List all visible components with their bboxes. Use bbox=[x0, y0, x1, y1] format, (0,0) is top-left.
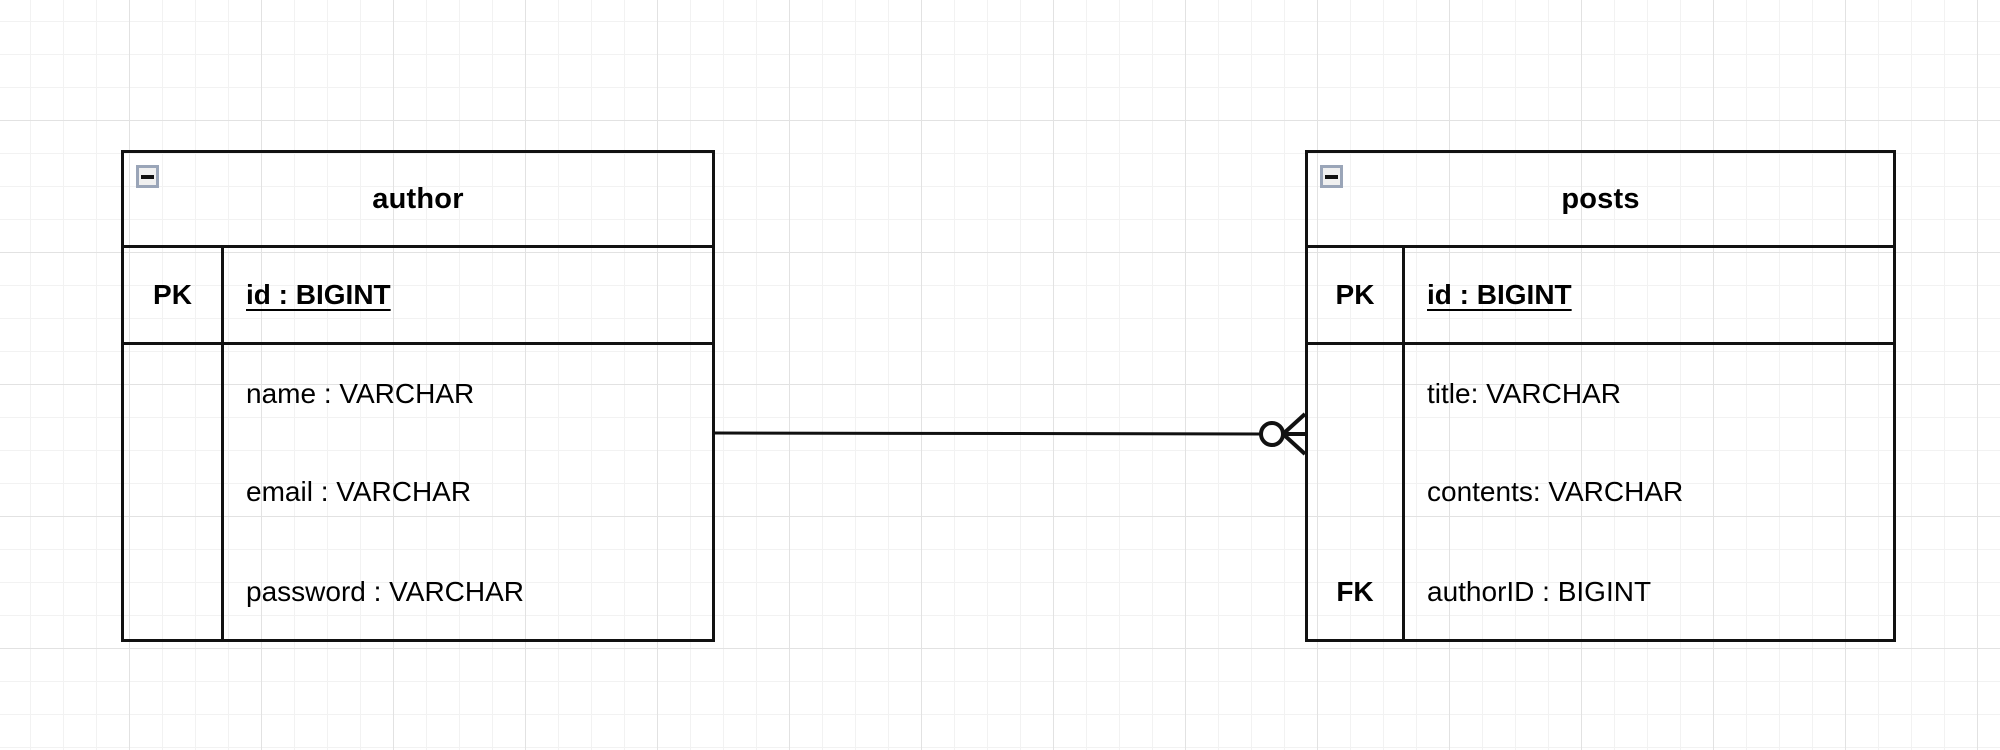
entity-posts[interactable]: posts PK id : BIGINT title: VARCHAR cont… bbox=[1305, 150, 1896, 642]
entity-author[interactable]: author PK id : BIGINT name : VARCHAR ema… bbox=[121, 150, 715, 642]
row-field-label: password : VARCHAR bbox=[246, 576, 525, 607]
table-row[interactable]: name : VARCHAR bbox=[124, 345, 712, 442]
row-field-label: id : BIGINT bbox=[1427, 279, 1572, 310]
row-key-label: PK bbox=[153, 279, 192, 310]
table-row[interactable]: password : VARCHAR bbox=[124, 542, 712, 642]
row-field-label: title: VARCHAR bbox=[1427, 377, 1621, 409]
entity-author-body: PK id : BIGINT name : VARCHAR email : VA… bbox=[124, 248, 712, 642]
table-row[interactable]: contents: VARCHAR bbox=[1308, 442, 1893, 542]
cardinality-zero-circle bbox=[1259, 421, 1285, 447]
entity-posts-body: PK id : BIGINT title: VARCHAR contents: … bbox=[1308, 248, 1893, 642]
relationship-line bbox=[714, 431, 1263, 436]
row-field-label: authorID : BIGINT bbox=[1427, 576, 1652, 607]
table-row[interactable]: title: VARCHAR bbox=[1308, 345, 1893, 442]
row-field-label: id : BIGINT bbox=[246, 279, 391, 310]
row-key-label bbox=[1308, 345, 1402, 442]
row-key-label bbox=[124, 345, 221, 442]
table-row[interactable]: PK id : BIGINT bbox=[1308, 248, 1893, 345]
row-key-label: PK bbox=[1335, 279, 1375, 310]
minus-bar bbox=[141, 174, 154, 179]
table-row[interactable]: FK authorID : BIGINT bbox=[1308, 542, 1893, 642]
entity-author-title: author bbox=[372, 182, 464, 215]
row-field-label: contents: VARCHAR bbox=[1427, 476, 1684, 507]
crowsfoot-prong-lower bbox=[1281, 432, 1307, 456]
entity-posts-title: posts bbox=[1561, 182, 1640, 215]
row-key-label bbox=[1308, 442, 1402, 542]
table-row[interactable]: email : VARCHAR bbox=[124, 442, 712, 542]
crowsfoot-prong-upper bbox=[1281, 412, 1307, 436]
collapse-minus-icon[interactable] bbox=[136, 165, 159, 188]
minus-bar bbox=[1325, 174, 1338, 179]
key-column-divider bbox=[221, 248, 224, 642]
row-key-label bbox=[124, 542, 221, 642]
entity-author-header: author bbox=[124, 153, 712, 248]
table-row[interactable]: PK id : BIGINT bbox=[124, 248, 712, 345]
row-field-label: name : VARCHAR bbox=[246, 377, 475, 409]
row-key-label: FK bbox=[1336, 576, 1374, 607]
row-key-label bbox=[124, 442, 221, 542]
entity-posts-header: posts bbox=[1308, 153, 1893, 248]
key-column-divider bbox=[1402, 248, 1405, 642]
collapse-minus-icon[interactable] bbox=[1320, 165, 1343, 188]
row-field-label: email : VARCHAR bbox=[246, 476, 472, 507]
